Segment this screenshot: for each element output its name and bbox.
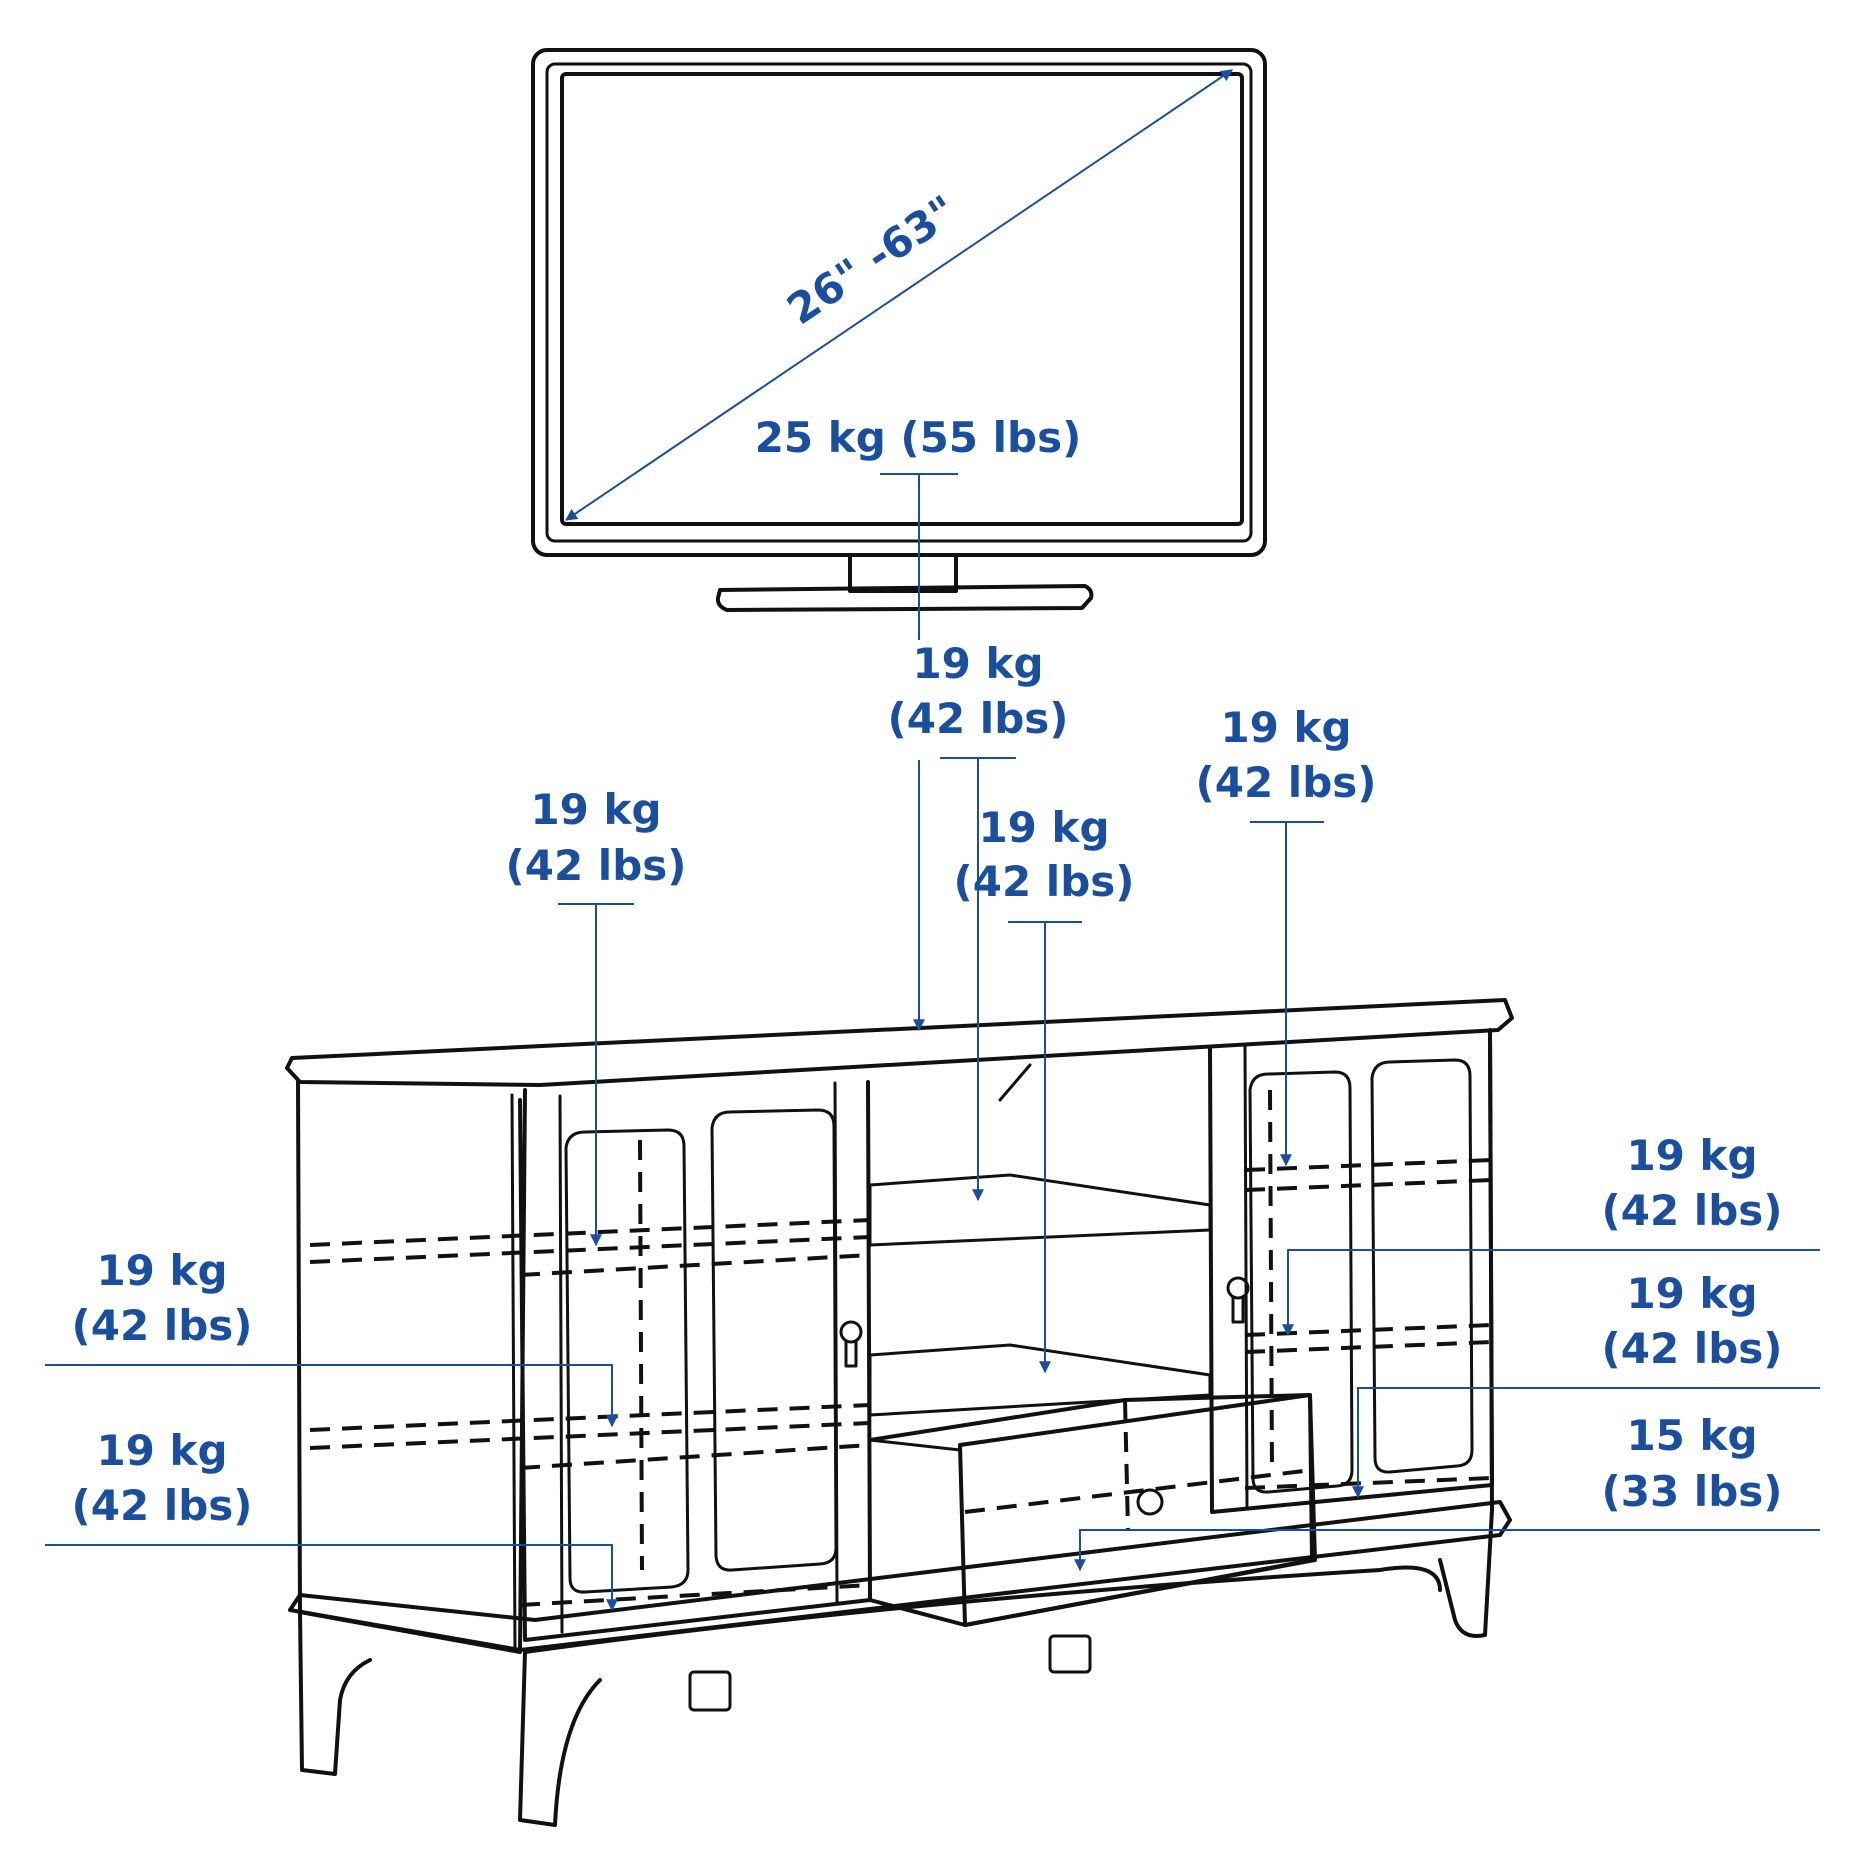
left-bottom-load-line1: 19 kg bbox=[96, 1426, 227, 1475]
tv-load-label: 25 kg (55 lbs) bbox=[755, 413, 1082, 462]
drawer-leader bbox=[1074, 1529, 1820, 1572]
drawer-front bbox=[958, 1393, 1317, 1627]
center-foot-right bbox=[1048, 1634, 1092, 1674]
bench-bottom bbox=[288, 1500, 1512, 1652]
right-middle-leader bbox=[1282, 1249, 1820, 1337]
bench-left-side bbox=[296, 1080, 527, 1654]
bench-apron bbox=[523, 1565, 1442, 1654]
left-door-pane-1 bbox=[564, 1128, 690, 1594]
right-door-pane-1 bbox=[1248, 1070, 1354, 1494]
annotations: 26" -63" 25 kg (55 lbs) 19 kg (42 lbs) 1… bbox=[45, 69, 1820, 1612]
right-middle-load-line2: (42 lbs) bbox=[1602, 1186, 1783, 1235]
right-door-knob bbox=[1226, 1276, 1250, 1300]
tv-bezel bbox=[545, 62, 1253, 543]
left-bottom-leader bbox=[45, 1544, 618, 1612]
left-cabinet-frame bbox=[518, 1080, 872, 1642]
center-upper-load-line1: 19 kg bbox=[978, 803, 1109, 852]
right-front-leg bbox=[1438, 1508, 1494, 1638]
screen-size-label: 26" -63" bbox=[778, 186, 965, 334]
bench-top bbox=[285, 998, 1514, 1087]
right-door-pane-2 bbox=[1370, 1058, 1474, 1474]
right-lower-leader bbox=[1352, 1387, 1820, 1499]
television-illustration bbox=[531, 48, 1267, 612]
right-lower-load-line1: 19 kg bbox=[1626, 1269, 1757, 1318]
top-load-line2: (42 lbs) bbox=[888, 694, 1069, 743]
tv-outer-frame bbox=[531, 48, 1267, 557]
right-lower-load-line2: (42 lbs) bbox=[1602, 1324, 1783, 1373]
center-upper-load-line2: (42 lbs) bbox=[954, 857, 1135, 906]
right-cabinet-frame bbox=[1208, 1030, 1494, 1514]
drawer-load-line1: 15 kg bbox=[1626, 1411, 1757, 1460]
drawer-load-line2: (33 lbs) bbox=[1602, 1467, 1783, 1516]
tv-base bbox=[715, 584, 1094, 612]
right-upper-load-line2: (42 lbs) bbox=[1196, 758, 1377, 807]
screen-diagonal-arrow bbox=[565, 69, 1233, 521]
left-upper-load-line2: (42 lbs) bbox=[506, 841, 687, 890]
right-upper-load-line1: 19 kg bbox=[1220, 703, 1351, 752]
left-bottom-load-line2: (42 lbs) bbox=[72, 1481, 253, 1530]
left-upper-load-line1: 19 kg bbox=[530, 785, 661, 834]
left-door-pane-2 bbox=[710, 1108, 838, 1572]
left-front-leg bbox=[518, 1650, 602, 1827]
center-lower-shelf bbox=[868, 1343, 1212, 1417]
left-middle-leader bbox=[45, 1364, 618, 1428]
top-load-line1: 19 kg bbox=[912, 639, 1043, 688]
center-upper-shelf bbox=[868, 1173, 1212, 1247]
left-middle-load-line2: (42 lbs) bbox=[72, 1301, 253, 1350]
left-middle-load-line1: 19 kg bbox=[96, 1246, 227, 1295]
center-foot-left bbox=[688, 1670, 732, 1712]
left-front-leg-outer bbox=[298, 1610, 372, 1776]
drawer-knob bbox=[1136, 1488, 1164, 1516]
right-middle-load-line1: 19 kg bbox=[1626, 1131, 1757, 1180]
left-door-knob bbox=[839, 1320, 863, 1344]
tv-bench-illustration bbox=[285, 998, 1514, 1827]
tv-neck bbox=[848, 553, 958, 593]
